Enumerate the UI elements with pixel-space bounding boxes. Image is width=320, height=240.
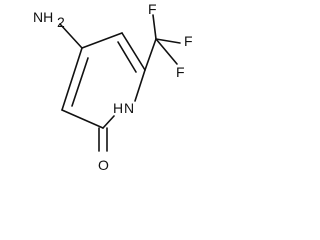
carbonyl-oxygen-label: O bbox=[98, 157, 109, 173]
bond-cf3-f2 bbox=[155, 38, 181, 44]
bond-c5-c6-double bbox=[117, 41, 137, 73]
bond-n1-c2 bbox=[102, 115, 115, 129]
structure-canvas: NH 2 H N O F F F bbox=[0, 0, 204, 178]
bond-c6-cf3 bbox=[144, 38, 157, 71]
bond-c3-c4 bbox=[61, 47, 83, 111]
bond-c6-n1 bbox=[134, 69, 146, 102]
bond-cf3-f3 bbox=[155, 38, 178, 65]
bond-c3-c4-double bbox=[71, 57, 89, 107]
ring-nitrogen-h-label: H bbox=[113, 100, 123, 116]
bond-c2-c3 bbox=[61, 109, 104, 129]
bond-cf3-f1 bbox=[152, 14, 157, 40]
amine-nitrogen-label: NH bbox=[33, 9, 53, 25]
chemical-structure-diagram: NH 2 H N O F F F bbox=[33, 1, 193, 173]
bond-c5-c6 bbox=[121, 32, 146, 71]
bond-c4-nh2 bbox=[59, 23, 83, 49]
fluorine-2-label: F bbox=[184, 33, 193, 49]
bond-c4-c5 bbox=[81, 32, 123, 49]
fluorine-1-label: F bbox=[148, 1, 157, 17]
ring-nitrogen-label: N bbox=[124, 100, 134, 116]
fluorine-3-label: F bbox=[176, 64, 185, 80]
amine-subscript-label: 2 bbox=[57, 14, 65, 30]
